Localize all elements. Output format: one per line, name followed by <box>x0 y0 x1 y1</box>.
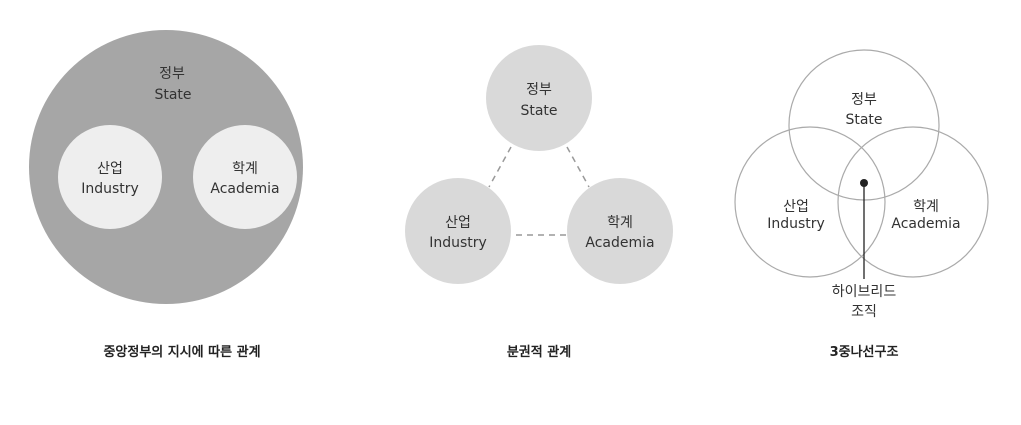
state-label-ko: 정부 <box>159 66 185 82</box>
state-label-en: State <box>845 112 882 128</box>
academia-circle <box>837 126 989 278</box>
state-label-ko: 정부 <box>851 92 877 108</box>
hybrid-pointer-dot <box>860 179 868 187</box>
caption-statist: 중앙정부의 지시에 따른 관계 <box>103 344 260 360</box>
academia-label-en: Academia <box>891 216 960 232</box>
industry-label-ko: 산업 <box>97 161 123 177</box>
academia-label-ko: 학계 <box>913 199 939 215</box>
industry-label-ko: 산업 <box>783 199 809 215</box>
state-circle <box>486 45 592 151</box>
industry-label-en: Industry <box>767 216 825 232</box>
industry-label-en: Industry <box>429 235 487 251</box>
academia-label-en: Academia <box>210 181 279 197</box>
hybrid-label-line2: 조직 <box>851 304 877 320</box>
link-state-academia <box>566 146 590 188</box>
caption-decentralized: 분권적 관계 <box>507 344 571 360</box>
link-state-industry <box>488 146 512 188</box>
industry-circle <box>734 126 886 278</box>
state-label-en: State <box>154 87 191 103</box>
diagram-triple-helix: 정부 State 산업 Industry 학계 Academia 하이브리드 조… <box>734 49 989 360</box>
academia-label-ko: 학계 <box>607 215 633 231</box>
diagram-decentralized: 정부 State 산업 Industry 학계 Academia 분권적 관계 <box>405 45 673 360</box>
academia-label-en: Academia <box>585 235 654 251</box>
academia-label-ko: 학계 <box>232 161 258 177</box>
caption-triple-helix: 3중나선구조 <box>830 344 899 360</box>
industry-label-en: Industry <box>81 181 139 197</box>
industry-label-ko: 산업 <box>445 215 471 231</box>
diagram-statist: 정부 State 산업 Industry 학계 Academia 중앙정부의 지… <box>29 30 303 360</box>
academia-circle <box>567 178 673 284</box>
academia-circle <box>193 125 297 229</box>
hybrid-label-line1: 하이브리드 <box>832 284 897 300</box>
state-label-ko: 정부 <box>526 82 552 98</box>
industry-circle <box>58 125 162 229</box>
state-circle <box>29 30 303 304</box>
state-label-en: State <box>520 103 557 119</box>
industry-circle <box>405 178 511 284</box>
